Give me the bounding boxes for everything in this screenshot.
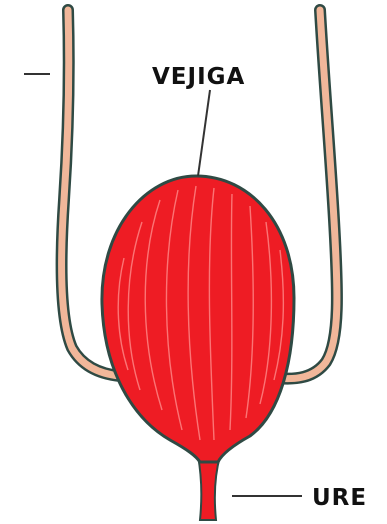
bladder-label: VEJIGA (152, 64, 245, 90)
urethra-label: URE (312, 485, 367, 511)
urethra (198, 456, 220, 520)
bladder (102, 176, 294, 462)
bladder-leader-line (198, 90, 210, 176)
